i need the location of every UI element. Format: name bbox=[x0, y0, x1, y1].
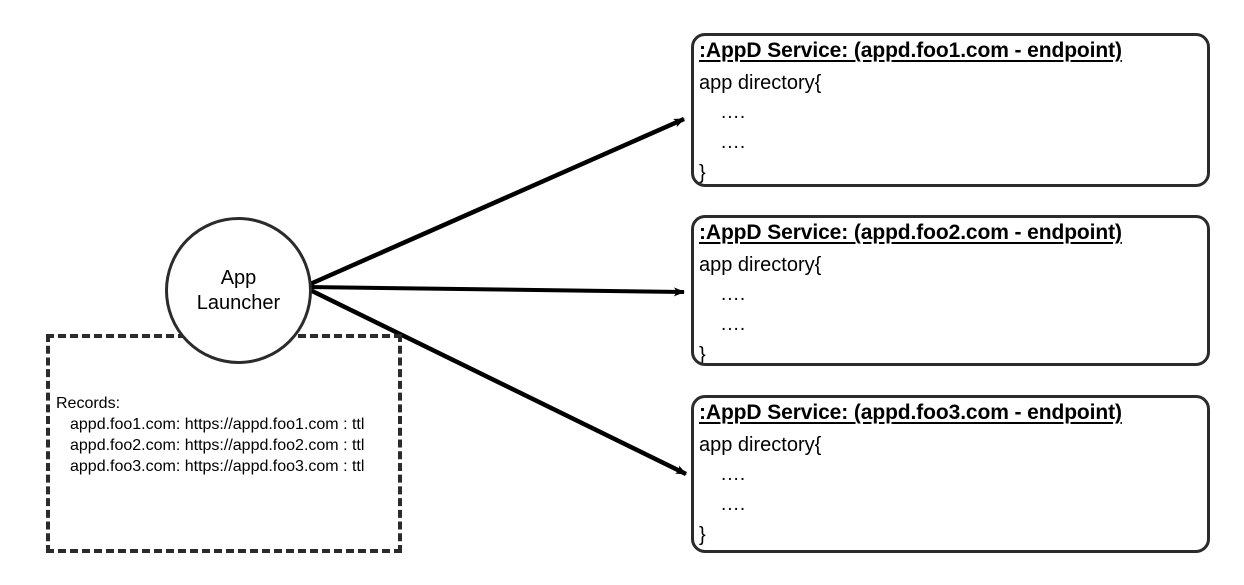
records-heading: Records: bbox=[56, 395, 121, 412]
records-text-block: Records: appd.foo1.com: https://appd.foo… bbox=[56, 394, 364, 477]
service-title-appd-foo2: :AppD Service: (appd.foo2.com - endpoint… bbox=[699, 221, 1122, 244]
edge-launcher-to-service-1 bbox=[307, 116, 685, 288]
code-line: } bbox=[699, 344, 706, 366]
code-line: .... bbox=[721, 464, 747, 485]
service-box-appd-foo3[interactable]: :AppD Service: (appd.foo3.com - endpoint… bbox=[691, 395, 1210, 553]
code-line: .... bbox=[721, 132, 747, 153]
records-list: appd.foo1.com: https://appd.foo1.com : t… bbox=[56, 414, 364, 477]
list-item: appd.foo1.com: https://appd.foo1.com : t… bbox=[70, 416, 365, 433]
list-item: appd.foo2.com: https://appd.foo2.com : t… bbox=[70, 437, 365, 454]
code-line: .... bbox=[721, 494, 747, 515]
app-launcher-label-line1: App bbox=[220, 266, 257, 289]
service-body-appd-foo3: app directory{ .... .... } bbox=[699, 430, 1203, 550]
app-launcher-node[interactable]: App Launcher bbox=[165, 217, 312, 364]
service-box-appd-foo2[interactable]: :AppD Service: (appd.foo2.com - endpoint… bbox=[691, 215, 1210, 366]
service-box-appd-foo1[interactable]: :AppD Service: (appd.foo1.com - endpoint… bbox=[691, 33, 1210, 187]
list-item: appd.foo3.com: https://appd.foo3.com : t… bbox=[70, 458, 365, 475]
code-line: .... bbox=[721, 102, 747, 123]
edge-launcher-to-service-2 bbox=[307, 285, 685, 297]
app-launcher-label-line2: Launcher bbox=[196, 291, 281, 314]
code-line: } bbox=[699, 162, 706, 184]
service-title-appd-foo1: :AppD Service: (appd.foo1.com - endpoint… bbox=[699, 39, 1122, 62]
code-line: app directory{ bbox=[699, 254, 822, 276]
code-line: app directory{ bbox=[699, 72, 822, 94]
code-line: .... bbox=[721, 284, 747, 305]
service-title-appd-foo3: :AppD Service: (appd.foo3.com - endpoint… bbox=[699, 401, 1122, 424]
code-line: .... bbox=[721, 314, 747, 335]
service-body-appd-foo1: app directory{ .... .... } bbox=[699, 68, 1203, 184]
service-body-appd-foo2: app directory{ .... .... } bbox=[699, 250, 1203, 366]
code-line: app directory{ bbox=[699, 434, 822, 456]
records-container: Records: appd.foo1.com: https://appd.foo… bbox=[46, 334, 402, 553]
code-line: } bbox=[699, 524, 706, 546]
